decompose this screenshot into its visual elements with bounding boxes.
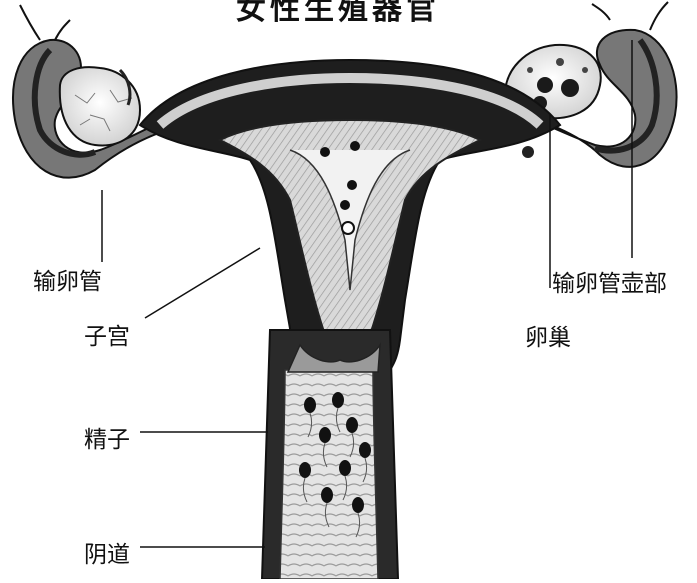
vagina: [262, 330, 398, 579]
diagram-title: 女性生殖器官: [236, 0, 440, 28]
label-sperm: 精子: [84, 420, 130, 454]
label-ovary: 卵巢: [525, 318, 571, 352]
label-vagina: 阴道: [84, 535, 130, 569]
label-uterus: 子宫: [84, 317, 130, 351]
label-oviduct: 输卵管: [33, 262, 102, 296]
label-ampulla: 输卵管壶部: [552, 264, 667, 298]
left-ovary: [60, 67, 140, 145]
uterus-body: [140, 60, 560, 370]
